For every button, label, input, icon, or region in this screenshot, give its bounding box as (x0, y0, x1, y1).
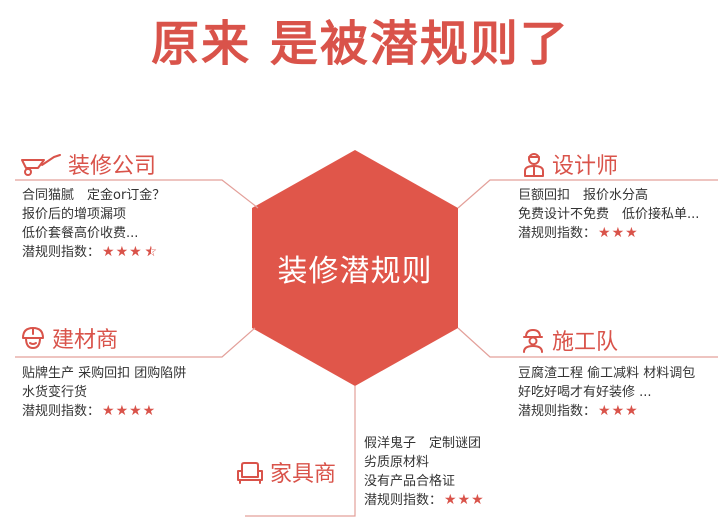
rating-prefix: 潜规则指数： (22, 404, 101, 419)
section-company-title: 装修公司 (68, 154, 157, 179)
designer-line-1: 巨额回扣 报价水分高 (518, 188, 649, 203)
section-materials-header: 建材商 (20, 322, 118, 354)
section-crew-body: 豆腐渣工程 偷工减料 材料调包 好吃好喝才有好装修 ... 潜规则指数：★★★ (518, 364, 695, 421)
materials-line-2: 水货变行货 (22, 385, 88, 400)
rating-prefix: 潜规则指数： (22, 245, 101, 260)
section-designer-body: 巨额回扣 报价水分高 免费设计不免费 低价接私单... 潜规则指数：★★★ (518, 186, 699, 243)
company-line-1: 合同猫腻 定金or订金？ (22, 188, 166, 203)
crew-rating: 潜规则指数：★★★ (518, 402, 695, 421)
wheelbarrow-icon (21, 154, 61, 176)
designer-person-icon (524, 153, 544, 177)
rating-stars: ★★★ (102, 244, 143, 260)
worker-icon (523, 329, 543, 353)
connector-materials (15, 327, 256, 358)
section-furniture-header: 家具商 (236, 456, 336, 488)
section-furniture-body: 假洋鬼子 定制谜团 劣质原材料 没有产品合格证 潜规则指数：★★★ (364, 434, 485, 510)
center-hexagon (252, 150, 458, 386)
company-line-2: 报价后的增项漏项 (22, 207, 127, 222)
rating-prefix: 潜规则指数： (518, 226, 597, 241)
rating-stars: ★★★ (598, 403, 639, 419)
crew-line-1: 豆腐渣工程 偷工减料 材料调包 (518, 366, 696, 381)
materials-rating: 潜规则指数：★★★★ (22, 402, 186, 421)
section-crew-title: 施工队 (552, 330, 619, 355)
furniture-rating: 潜规则指数：★★★ (364, 491, 485, 510)
rating-stars: ★★★★ (102, 403, 157, 419)
furniture-line-1: 假洋鬼子 定制谜团 (364, 436, 482, 451)
designer-rating: 潜规则指数：★★★ (518, 224, 699, 243)
materials-line-1: 贴牌生产 采购回扣 团购陷阱 (22, 366, 187, 381)
section-designer-title: 设计师 (552, 154, 619, 179)
company-rating: 潜规则指数：★★★☆ (22, 243, 165, 262)
section-crew-header: 施工队 (520, 324, 618, 356)
furniture-line-2: 劣质原材料 (364, 455, 430, 470)
section-furniture-title: 家具商 (270, 462, 337, 487)
page-title: 原来 是被潜规则了 (151, 16, 570, 72)
sofa-icon (237, 462, 263, 484)
connector-crew (457, 327, 718, 358)
crew-line-2: 好吃好喝才有好装修 ... (518, 385, 652, 400)
hardhat-icon (22, 327, 44, 349)
section-company-body: 合同猫腻 定金or订金？ 报价后的增项漏项 低价套餐高价收费... 潜规则指数：… (22, 186, 165, 262)
center-label: 装修潜规则 (277, 254, 433, 289)
connector-furniture (245, 386, 356, 517)
section-company-header: 装修公司 (20, 148, 156, 180)
furniture-line-3: 没有产品合格证 (364, 474, 456, 489)
connector-company (15, 179, 259, 209)
section-materials-body: 贴牌生产 采购回扣 团购陷阱 水货变行货 潜规则指数：★★★★ (22, 364, 186, 421)
designer-line-2: 免费设计不免费 低价接私单... (518, 207, 700, 222)
connector-designer (457, 179, 718, 209)
rating-stars: ★★★ (598, 225, 639, 241)
rating-prefix: 潜规则指数： (518, 404, 597, 419)
rating-prefix: 潜规则指数： (364, 493, 443, 508)
section-materials-title: 建材商 (52, 328, 119, 353)
company-line-3: 低价套餐高价收费... (22, 226, 139, 241)
section-designer-header: 设计师 (522, 148, 618, 180)
rating-stars: ★★★ (444, 492, 485, 508)
rating-half-star: ☆ (145, 243, 159, 262)
